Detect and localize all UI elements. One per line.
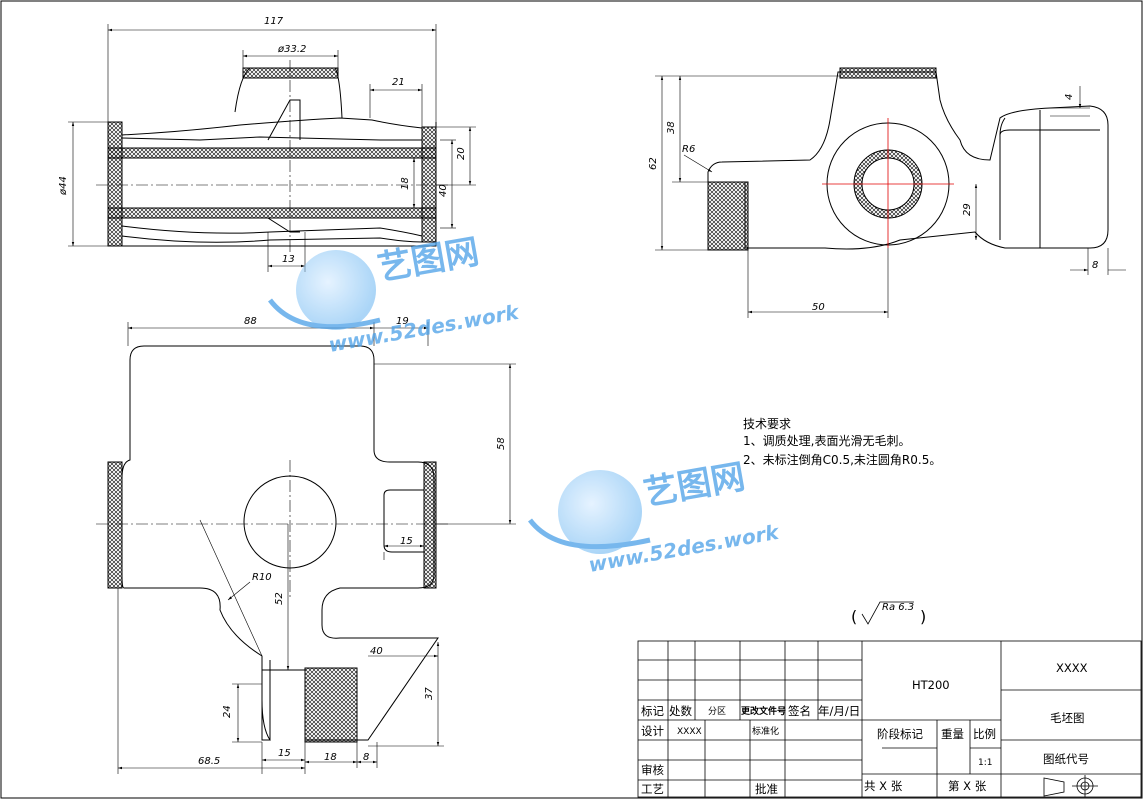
title-block-text: HT200 XXXX 毛坯图 图纸代号 阶段标记 重量 比例 1:1 共 X 张… [641, 661, 1089, 796]
dim-44: ø44 [58, 176, 69, 196]
dim-88: 88 [244, 316, 257, 327]
side-view [707, 67, 1109, 251]
tb-scale-value: 1:1 [978, 758, 992, 768]
side-centerlines [822, 118, 954, 248]
front-view [107, 67, 437, 247]
tech-requirements: 技术要求 1、调质处理,表面光滑无毛刺。 2、未标注倒角C0.5,未注圆角R0.… [743, 417, 941, 467]
top-dims [117, 322, 516, 774]
top-centerlines [96, 460, 450, 600]
tb-sign: 签名 [788, 704, 811, 718]
dim-19: 19 [396, 316, 409, 327]
dim-20: 20 [456, 147, 467, 160]
dim-13: 13 [282, 254, 295, 265]
tech-line-2: 2、未标注倒角C0.5,未注圆角R0.5。 [743, 452, 941, 467]
dim-40-a: 40 [438, 184, 449, 197]
watermark-mid-cn: 艺图网 [641, 457, 748, 514]
tb-change-doc: 更改文件号 [741, 705, 786, 717]
dim-117: 117 [264, 16, 284, 27]
tb-scale-label: 比例 [973, 727, 996, 741]
tb-weight-label: 重量 [941, 727, 964, 741]
dim-r6: R6 [682, 144, 695, 155]
dim-4: 4 [1064, 94, 1075, 100]
title-block [637, 640, 1142, 798]
dim-29: 29 [962, 203, 973, 216]
tb-company: XXXX [1056, 661, 1088, 675]
tb-review: 审核 [641, 763, 664, 777]
tb-approve: 批准 [755, 782, 778, 796]
roughness-close-paren: ) [920, 607, 926, 626]
tech-line-1: 1、调质处理,表面光滑无毛刺。 [743, 434, 910, 448]
tb-material: HT200 [912, 678, 950, 692]
dim-62: 62 [648, 157, 659, 170]
dim-52: 52 [274, 592, 285, 605]
side-dims [655, 75, 1126, 318]
tb-total-sheets: 共 X 张 [864, 779, 903, 793]
tb-standard: 标准化 [752, 725, 779, 737]
dim-21: 21 [392, 77, 405, 88]
dim-18: 18 [400, 177, 411, 190]
tb-mark: 标记 [641, 704, 664, 718]
watermark-mid: 艺图网 www.52des.work [528, 457, 782, 577]
projection-symbol-icon [1043, 775, 1098, 797]
tb-process: 工艺 [641, 782, 664, 796]
tb-drawing-code-label: 图纸代号 [1043, 752, 1089, 766]
dim-33-2: ø33.2 [277, 44, 306, 55]
tb-design-value: XXXX [677, 727, 702, 737]
dim-8-a: 8 [1092, 260, 1098, 271]
roughness-open-paren: ( [851, 607, 857, 626]
tb-zone: 分区 [708, 706, 726, 717]
dim-24: 24 [222, 705, 233, 718]
dim-40-b: 40 [370, 646, 383, 657]
tech-title: 技术要求 [743, 417, 791, 431]
dim-r10: R10 [252, 572, 272, 583]
dim-15-b: 15 [278, 748, 291, 759]
tb-design: 设计 [641, 724, 664, 738]
watermark-top: 艺图网 www.52des.work [268, 232, 522, 357]
front-centerlines [96, 60, 450, 252]
dim-50: 50 [812, 302, 825, 313]
dim-15-a: 15 [400, 536, 413, 547]
tb-stage-label: 阶段标记 [877, 727, 923, 741]
tb-date: 年/月/日 [818, 704, 860, 718]
dim-58: 58 [496, 437, 507, 450]
top-view [107, 345, 439, 743]
dim-38: 38 [666, 121, 677, 134]
tb-sheet-no: 第 X 张 [948, 779, 987, 793]
roughness-symbol: ( Ra 6.3 ) [851, 601, 926, 626]
tb-count: 处数 [669, 704, 692, 718]
dim-18-b: 18 [324, 752, 337, 763]
dim-37: 37 [424, 687, 435, 700]
watermark-top-cn: 艺图网 [375, 232, 482, 289]
tb-drawing-name: 毛坯图 [1050, 711, 1085, 725]
roughness-value: Ra 6.3 [882, 602, 914, 613]
dim-8-b: 8 [363, 752, 369, 763]
dim-68-5: 68.5 [198, 756, 220, 767]
